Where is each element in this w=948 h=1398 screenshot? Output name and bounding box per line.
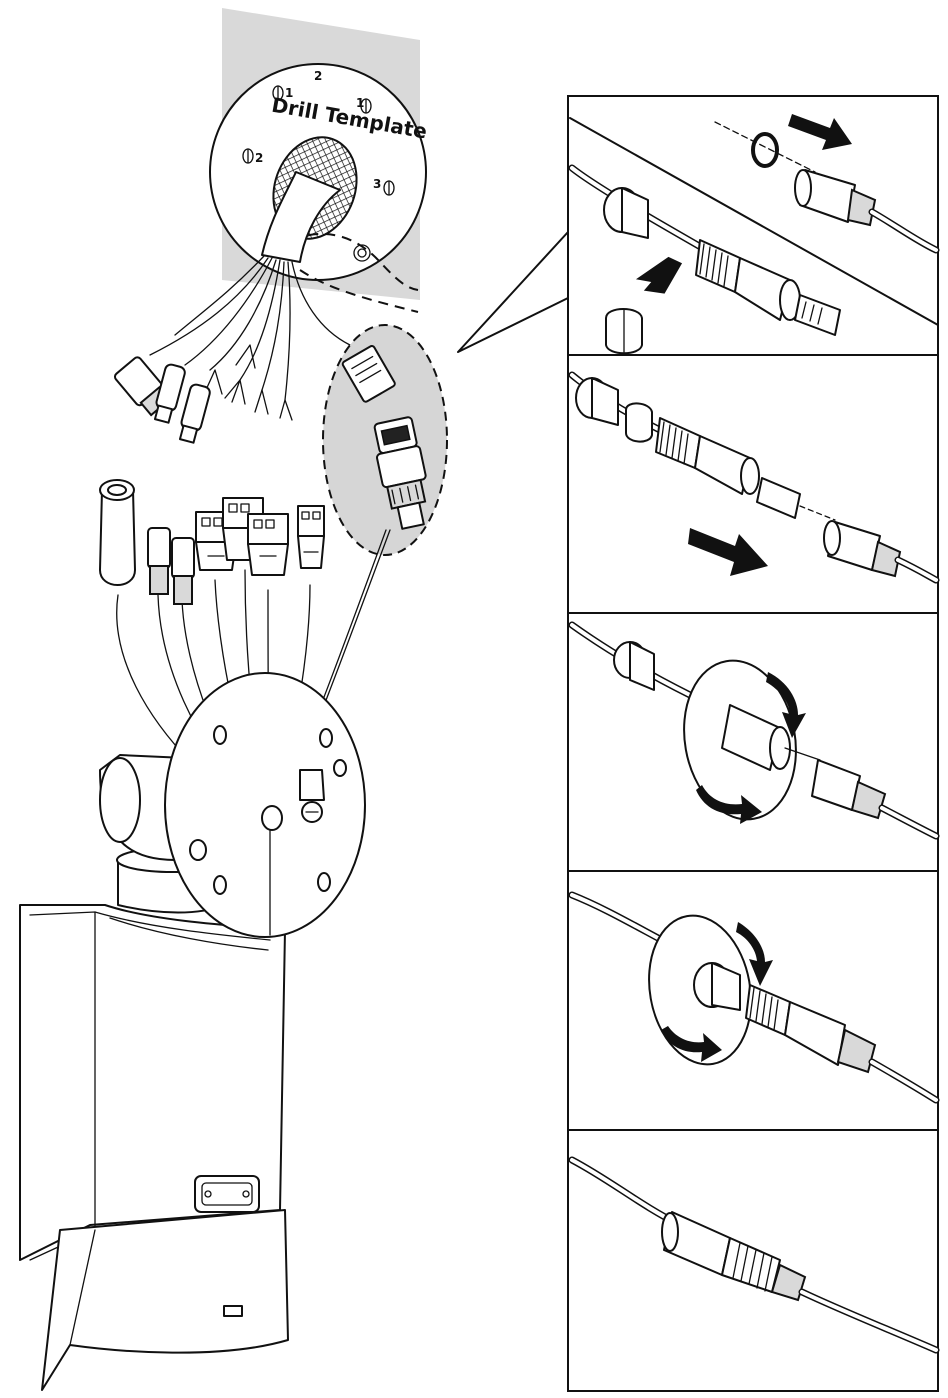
- step-2-panel: [568, 371, 940, 584]
- camera-housing: [19, 672, 366, 1391]
- audio-socket-1: [147, 527, 171, 595]
- terminal-block-4: [297, 505, 325, 569]
- step-3-rotate-top: [766, 672, 806, 738]
- housing-led: [223, 1305, 243, 1317]
- svg-text:3: 3: [373, 177, 381, 191]
- mounting-plate: [164, 672, 366, 938]
- plate-screws: [189, 725, 347, 895]
- audio-socket-2: [171, 537, 195, 605]
- dc-socket: [99, 479, 136, 586]
- dc-plug-1: [153, 363, 186, 424]
- wall-drill-template: Drill Template 1 2 2 3 1: [209, 8, 429, 313]
- hidden-cable-dashed: [291, 232, 419, 291]
- step-4-rotate-top: [736, 922, 773, 986]
- step-1-arrow: [788, 114, 852, 150]
- svg-text:1: 1: [285, 86, 293, 100]
- step-4-rotate-bottom: [661, 1026, 722, 1062]
- step-5-panel: [568, 1156, 940, 1354]
- housing-body: [19, 904, 286, 1261]
- screw-holes: [242, 85, 395, 262]
- step-2-arrow: [688, 528, 768, 576]
- housing-badge: [194, 1175, 260, 1213]
- callout-pointer: [457, 231, 569, 353]
- o-ring: [751, 132, 779, 168]
- steps-frame: [567, 95, 939, 1392]
- svg-text:1: 1: [356, 96, 364, 110]
- housing-skirt: [41, 1209, 289, 1391]
- ethernet-socket: [373, 416, 427, 530]
- main-cable: [261, 171, 341, 263]
- ground-screw: [299, 769, 325, 823]
- arrow-up-icon: [635, 256, 683, 294]
- step-3-panel: [568, 621, 940, 840]
- step-panels: [567, 95, 940, 1392]
- step-1-panel: [568, 114, 940, 355]
- svg-text:2: 2: [255, 151, 263, 165]
- step-4-panel: [568, 891, 940, 1104]
- zoom-callout: [322, 231, 569, 556]
- step-3-rotate-bottom: [696, 785, 762, 824]
- terminal-block-3: [247, 513, 289, 576]
- dc-plug-2: [178, 383, 211, 444]
- camera-pigtail: [99, 479, 391, 819]
- svg-text:2: 2: [314, 69, 322, 83]
- hole-number-labels: 1 2 2 3 1: [255, 69, 381, 191]
